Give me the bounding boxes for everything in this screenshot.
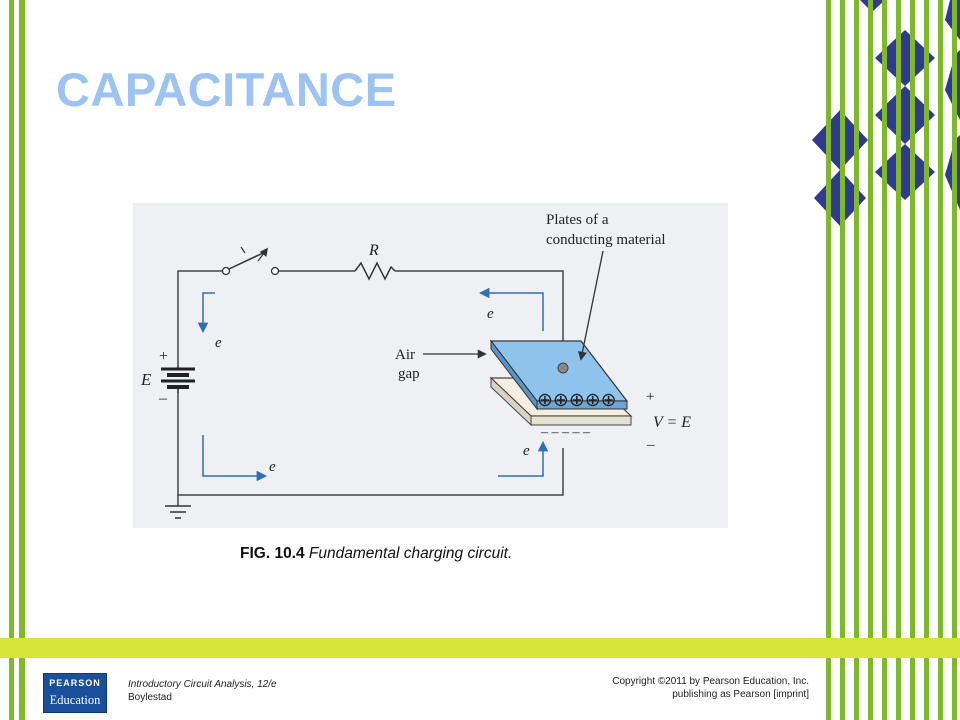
source-label: E (140, 370, 152, 389)
figure-background (133, 203, 728, 528)
flow-arrow-left-top (197, 292, 215, 334)
wire-top-right (395, 270, 564, 351)
diamond-shape (875, 86, 935, 144)
right-stripe (910, 0, 915, 720)
source-minus-sign: – (158, 390, 168, 407)
plates-label-line1: Plates of a (546, 212, 609, 228)
ground-symbol (165, 505, 191, 519)
right-stripe (952, 0, 957, 720)
wire-bottom (177, 393, 564, 496)
figure-number: FIG. 10.4 (240, 545, 305, 562)
resistor-symbol (354, 261, 396, 281)
plates-label-line2: conducting material (546, 232, 666, 248)
right-stripe (826, 0, 831, 720)
publisher-logo: PEARSON Education (43, 673, 107, 713)
top-plate-edge (490, 339, 538, 411)
copyright-notice: Copyright ©2011 by Pearson Education, In… (612, 675, 809, 701)
flow-arrow-bottom-right (498, 440, 549, 477)
electron-label-bottom: e (269, 459, 276, 475)
footer-band (0, 638, 960, 658)
air-gap-label-line2: gap (398, 366, 420, 382)
electron-label-left: e (215, 335, 222, 351)
figure-caption-text: Fundamental charging circuit. (304, 545, 513, 562)
source-plus-sign: + (159, 348, 168, 365)
plate-contact (557, 362, 569, 374)
logo-line1: PEARSON (49, 678, 101, 688)
copyright-line1: Copyright ©2011 by Pearson Education, In… (612, 676, 809, 687)
right-stripe (896, 0, 901, 720)
copyright-line2: publishing as Pearson [imprint] (672, 689, 809, 700)
right-stripes (826, 0, 957, 720)
right-stripe (854, 0, 859, 720)
electron-flow-arrows (197, 287, 549, 482)
plates-pointer (577, 250, 604, 361)
resistor-label: R (368, 242, 379, 259)
book-author: Boylestad (128, 692, 172, 703)
bottom-plate-front (530, 415, 632, 426)
flow-arrow-top-right (478, 287, 544, 331)
voltage-plus-sign: + (646, 389, 654, 405)
switch (221, 246, 280, 276)
negative-charges: – – – – – (540, 425, 591, 440)
positive-charges: ⊕⊕⊕⊕⊕ (537, 390, 617, 411)
left-stripe (9, 0, 14, 720)
voltage-label: V = E (653, 414, 691, 431)
charging-circuit-diagram: R + E – e e e e (140, 212, 691, 519)
capacitor (489, 339, 633, 427)
battery-symbol (161, 366, 195, 393)
left-stripe (19, 0, 25, 720)
electron-label-top-right: e (487, 306, 494, 322)
electron-label-bottom-right: e (523, 443, 530, 459)
figure-caption: FIG. 10.4 Fundamental charging circuit. (240, 545, 512, 563)
wire-top-left (177, 270, 223, 366)
logo-line2: Education (49, 693, 101, 707)
right-stripe (840, 0, 845, 720)
flow-arrow-bottom (202, 435, 268, 482)
right-stripe (924, 0, 929, 720)
right-stripe (882, 0, 887, 720)
slide-title: CAPACITANCE (56, 63, 397, 116)
book-info: Introductory Circuit Analysis, 12/e Boyl… (128, 678, 277, 704)
voltage-minus-sign: – (646, 437, 655, 453)
diamond-shape (875, 144, 935, 200)
right-stripe (868, 0, 873, 720)
diamond-shape (875, 30, 935, 86)
right-stripe (938, 0, 943, 720)
book-title: Introductory Circuit Analysis, 12/e (128, 679, 277, 690)
air-gap-label-line1: Air (395, 347, 415, 363)
circuit-wires (177, 270, 564, 506)
